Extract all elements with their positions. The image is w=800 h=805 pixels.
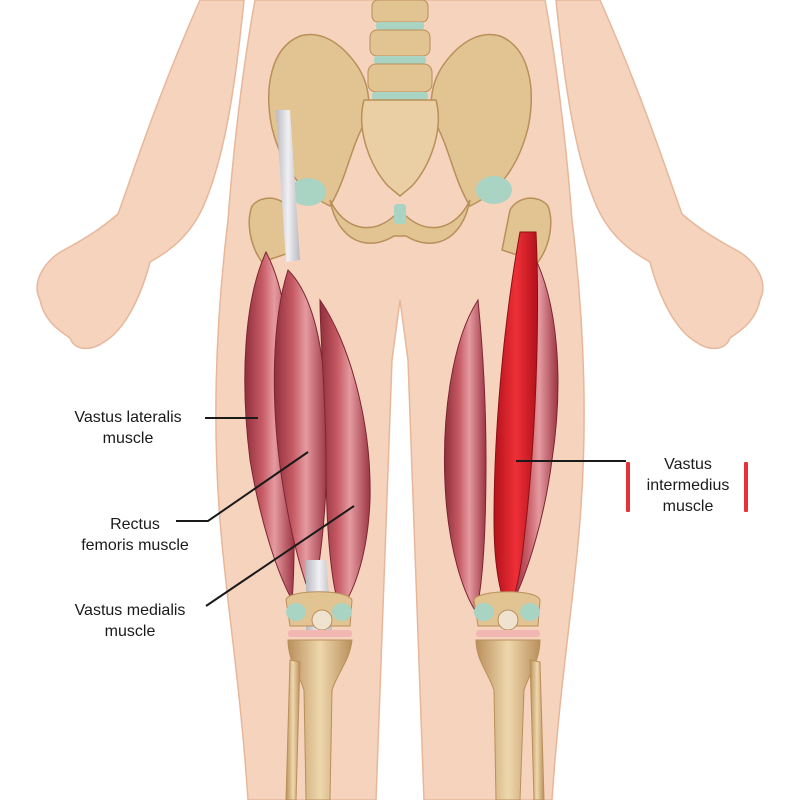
label-vastus-medialis: Vastus medialis muscle — [50, 600, 210, 642]
left-hip-joint — [290, 178, 326, 206]
label-line: femoris muscle — [81, 537, 189, 554]
right-arm — [555, 0, 764, 350]
left-knee-cartilage — [332, 603, 352, 621]
leader-line-rectus-femoris — [176, 451, 309, 522]
left-knee-cartilage — [286, 603, 306, 621]
intervertebral-disc — [372, 92, 428, 100]
label-line: Rectus — [110, 516, 160, 533]
right-greater-trochanter — [501, 197, 552, 263]
right-meniscus — [476, 630, 540, 637]
label-vastus-lateralis: Vastus lateralis muscle — [48, 407, 208, 449]
label-line: muscle — [104, 623, 156, 640]
left-arm — [36, 0, 245, 350]
label-line: Vastus lateralis — [74, 409, 182, 426]
right-knee-cartilage — [520, 603, 540, 621]
right-knee-and-shin — [473, 591, 545, 801]
label-line: intermedius — [646, 477, 730, 494]
vertebra — [369, 29, 431, 57]
spine — [367, 0, 433, 100]
highlight-bar-left — [626, 462, 630, 512]
left-meniscus — [288, 630, 352, 637]
intervertebral-disc — [376, 22, 424, 30]
vertebra — [371, 0, 429, 23]
vertebra — [367, 63, 433, 93]
label-line: Vastus — [664, 456, 712, 473]
left-knee-and-shin — [285, 591, 353, 801]
label-vastus-intermedius: Vastus intermedius muscle — [632, 454, 744, 517]
left-quadriceps — [244, 110, 371, 630]
leader-line-vastus-medialis — [205, 505, 355, 607]
intervertebral-disc — [374, 56, 426, 64]
right-knee-cartilage — [474, 603, 494, 621]
highlight-bar-right — [744, 462, 748, 512]
right-quadriceps — [444, 231, 559, 614]
label-line: Vastus medialis — [74, 602, 186, 619]
left-iliac-wing — [268, 33, 370, 207]
pubic-symphysis — [394, 204, 406, 224]
label-line: muscle — [662, 498, 714, 515]
label-rectus-femoris: Rectus femoris muscle — [60, 514, 210, 556]
right-hip-joint — [476, 176, 512, 204]
left-patella — [311, 609, 333, 631]
label-line: muscle — [102, 430, 154, 447]
sacrum — [360, 99, 440, 197]
left-rectus-tendon — [276, 110, 300, 262]
right-iliac-wing — [430, 33, 532, 207]
right-patella — [497, 609, 519, 631]
leader-lines — [176, 417, 626, 607]
